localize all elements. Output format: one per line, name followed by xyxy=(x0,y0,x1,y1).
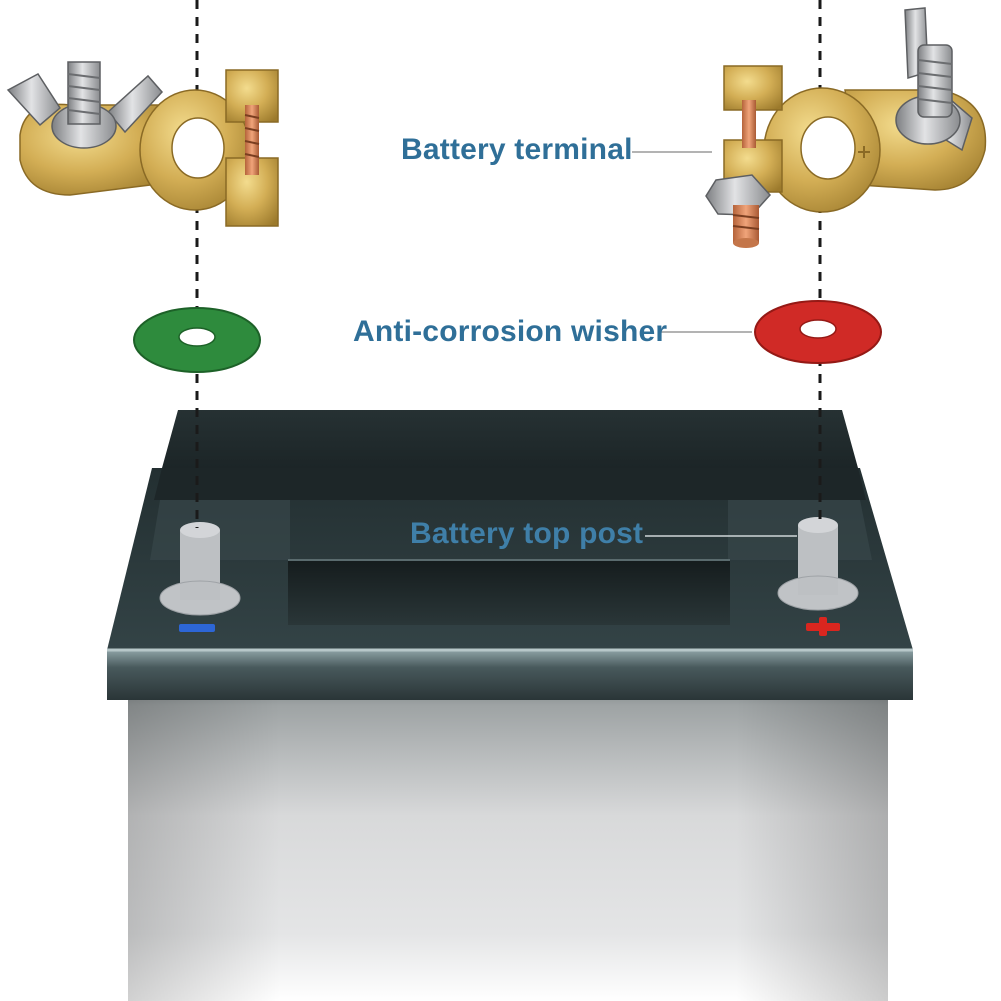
wing-nut-icon xyxy=(895,7,973,152)
negative-washer xyxy=(133,307,261,373)
battery-terminal-clamp-icon xyxy=(705,7,987,248)
battery-icon xyxy=(107,410,913,1001)
washer-icon xyxy=(754,300,882,364)
positive-washer xyxy=(754,300,882,364)
wing-nut-icon xyxy=(6,61,164,149)
negative-sign-icon xyxy=(179,624,215,632)
battery-top-post-label: Battery top post xyxy=(410,517,644,550)
negative-battery-post xyxy=(159,522,241,616)
battery-terminal-clamp-icon xyxy=(6,61,279,227)
positive-battery-terminal xyxy=(705,7,987,248)
positive-sign-icon xyxy=(806,617,840,636)
battery-lid-recess xyxy=(288,560,730,625)
battery-terminal-label: Battery terminal xyxy=(401,133,633,166)
battery-lid-edge xyxy=(107,650,913,700)
anti-corrosion-washer-label: Anti-corrosion wisher xyxy=(353,315,668,348)
positive-battery-post xyxy=(777,517,859,611)
negative-battery-terminal xyxy=(6,61,279,227)
washer-icon xyxy=(133,307,261,373)
